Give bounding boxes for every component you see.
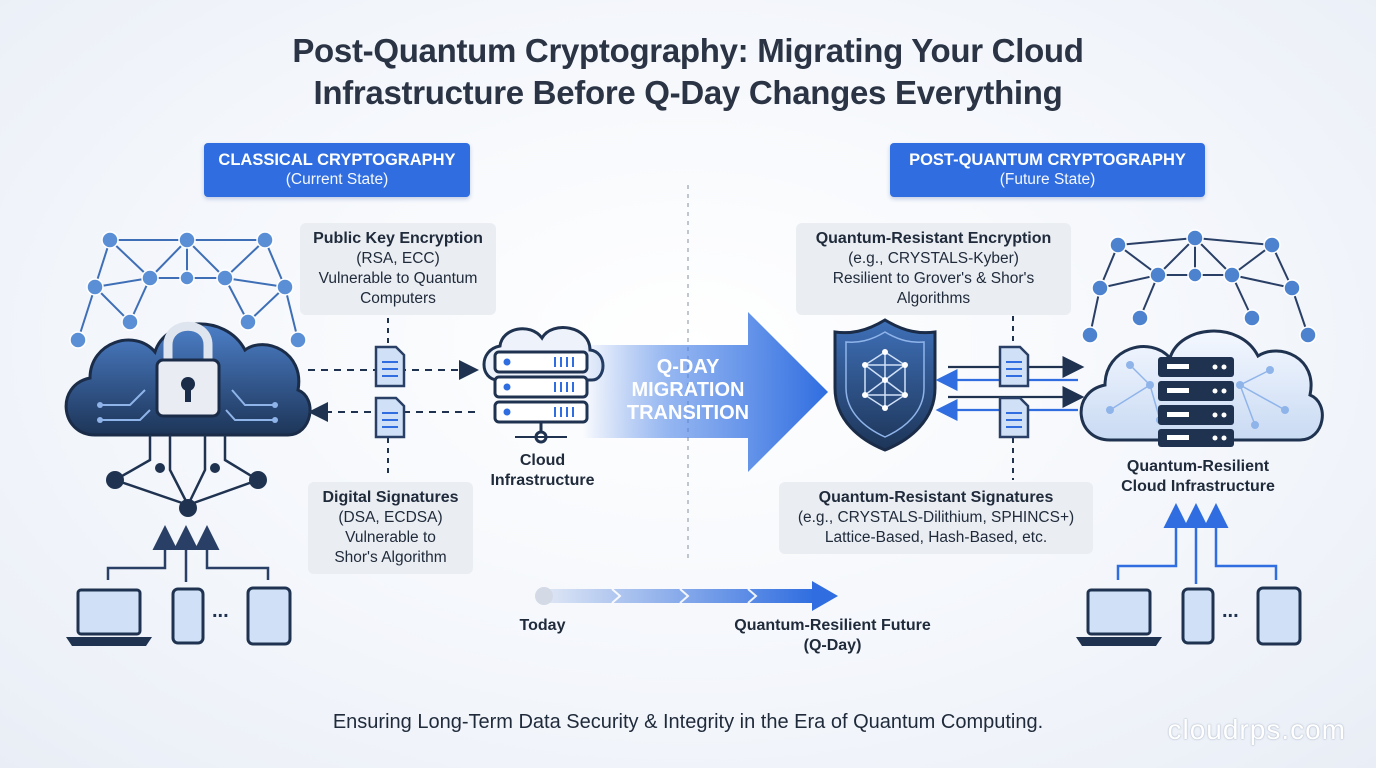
right-laptop-icon <box>1076 588 1162 646</box>
dsig-note-1: Vulnerable to <box>345 529 436 546</box>
qday-line-2: MIGRATION <box>631 379 745 401</box>
title-line-1: Post-Quantum Cryptography: Migrating You… <box>292 32 1084 69</box>
timeline-end-line-1: Quantum-Resilient Future <box>734 617 931 634</box>
pke-note-2: Computers <box>360 290 436 307</box>
left-network-nodes <box>69 231 307 349</box>
classical-state-badge: CLASSICAL CRYPTOGRAPHY (Current State) <box>204 143 470 197</box>
qre-heading: Quantum-Resistant Encryption <box>815 230 1052 247</box>
quantum-shield-icon <box>833 318 937 452</box>
qrs-heading: Quantum-Resistant Signatures <box>818 489 1054 506</box>
qr-cloud-label-line-2: Cloud Infrastructure <box>1121 478 1275 495</box>
classical-subtitle: (Current State) <box>285 171 389 188</box>
qre-algos: (e.g., CRYSTALS-Kyber) <box>848 250 1019 267</box>
right-document-icon-2 <box>998 396 1030 439</box>
cloud-infrastructure-label: Cloud Infrastructure <box>470 451 615 491</box>
left-branch-network <box>114 435 259 507</box>
right-tablet-icon <box>1256 586 1302 646</box>
title-line-2: Infrastructure Before Q-Day Changes Ever… <box>313 74 1063 111</box>
migration-timeline <box>535 581 838 611</box>
qre-note-1: Resilient to Grover's & Shor's <box>832 270 1035 287</box>
right-more-devices: ... <box>1222 600 1239 622</box>
digital-signatures-box: Digital Signatures (DSA, ECDSA) Vulnerab… <box>308 482 473 574</box>
qrs-algos: (e.g., CRYSTALS-Dilithium, SPHINCS+) <box>797 509 1075 526</box>
left-phone-icon <box>171 587 205 645</box>
quantum-resilient-cloud-label: Quantum-Resilient Cloud Infrastructure <box>1098 457 1298 497</box>
dsig-heading: Digital Signatures <box>322 489 459 506</box>
qday-transition-label: Q-DAY MIGRATION TRANSITION <box>608 356 768 425</box>
right-phone-icon <box>1181 587 1215 645</box>
classical-title: CLASSICAL CRYPTOGRAPHY <box>218 151 456 169</box>
timeline-start-label: Today <box>519 617 566 634</box>
left-document-icon-2 <box>374 396 406 439</box>
pqc-state-badge: POST-QUANTUM CRYPTOGRAPHY (Future State) <box>890 143 1205 197</box>
left-more-devices: ... <box>212 600 229 622</box>
right-upload-arrows <box>1116 503 1278 584</box>
quantum-resistant-encryption-box: Quantum-Resistant Encryption (e.g., CRYS… <box>796 223 1071 315</box>
pke-note-1: Vulnerable to Quantum <box>318 270 478 287</box>
right-document-icon-1 <box>998 345 1030 388</box>
cloud-label-line-1: Cloud <box>519 452 566 469</box>
right-network-nodes <box>1081 229 1317 344</box>
qday-line-3: TRANSITION <box>626 402 750 424</box>
left-upload-arrows <box>106 525 270 582</box>
left-tablet-icon <box>246 586 292 646</box>
qr-cloud-label-line-1: Quantum-Resilient <box>1126 458 1270 475</box>
quantum-server-stack-icon <box>1158 357 1234 447</box>
brand-watermark: cloudrps.com <box>1167 714 1346 745</box>
timeline-end-line-2: (Q-Day) <box>803 637 862 654</box>
cloud-server-icon <box>482 326 605 444</box>
public-key-encryption-box: Public Key Encryption (RSA, ECC) Vulnera… <box>300 223 496 315</box>
padlock-icon <box>155 321 221 418</box>
pqc-subtitle: (Future State) <box>999 171 1096 188</box>
dsig-note-2: Shor's Algorithm <box>334 549 447 566</box>
quantum-resistant-signatures-box: Quantum-Resistant Signatures (e.g., CRYS… <box>779 482 1093 554</box>
footer-tagline: Ensuring Long-Term Data Security & Integ… <box>332 711 1044 733</box>
page-title: Post-Quantum Cryptography: Migrating You… <box>0 30 1376 114</box>
qre-note-2: Algorithms <box>896 290 971 307</box>
pke-algos: (RSA, ECC) <box>356 250 440 267</box>
pqc-title: POST-QUANTUM CRYPTOGRAPHY <box>909 151 1186 169</box>
circuit-traces <box>100 389 275 421</box>
cloud-label-line-2: Infrastructure <box>490 472 595 489</box>
qday-transition-arrow <box>582 312 828 472</box>
qday-line-1: Q-DAY <box>656 356 720 378</box>
pke-heading: Public Key Encryption <box>313 230 483 247</box>
dsig-algos: (DSA, ECDSA) <box>338 509 443 526</box>
left-document-icon-1 <box>374 345 406 388</box>
qrs-note-1: Lattice-Based, Hash-Based, etc. <box>824 529 1048 546</box>
left-laptop-icon <box>66 588 152 646</box>
timeline-end-label: Quantum-Resilient Future (Q-Day) <box>715 616 950 656</box>
